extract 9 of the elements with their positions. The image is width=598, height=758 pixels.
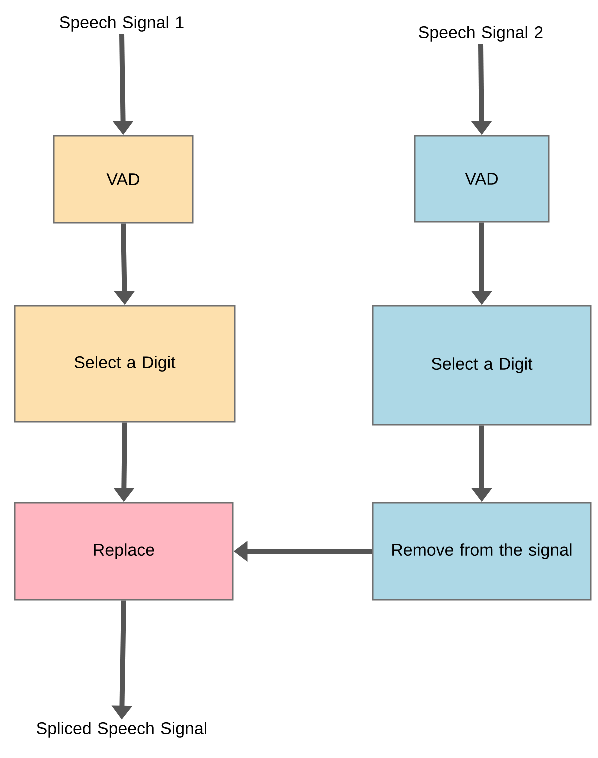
process-box: VAD bbox=[53, 135, 194, 224]
process-box: Replace bbox=[14, 502, 234, 601]
process-box: Select a Digit bbox=[14, 305, 236, 423]
process-box: VAD bbox=[414, 135, 550, 223]
signal-label: Spliced Speech Signal bbox=[37, 722, 206, 738]
signal-label: Speech Signal 2 bbox=[419, 26, 543, 42]
process-box: Remove from the signal bbox=[372, 502, 592, 601]
signal-label: Speech Signal 1 bbox=[60, 16, 184, 32]
process-box: Select a Digit bbox=[372, 305, 592, 426]
